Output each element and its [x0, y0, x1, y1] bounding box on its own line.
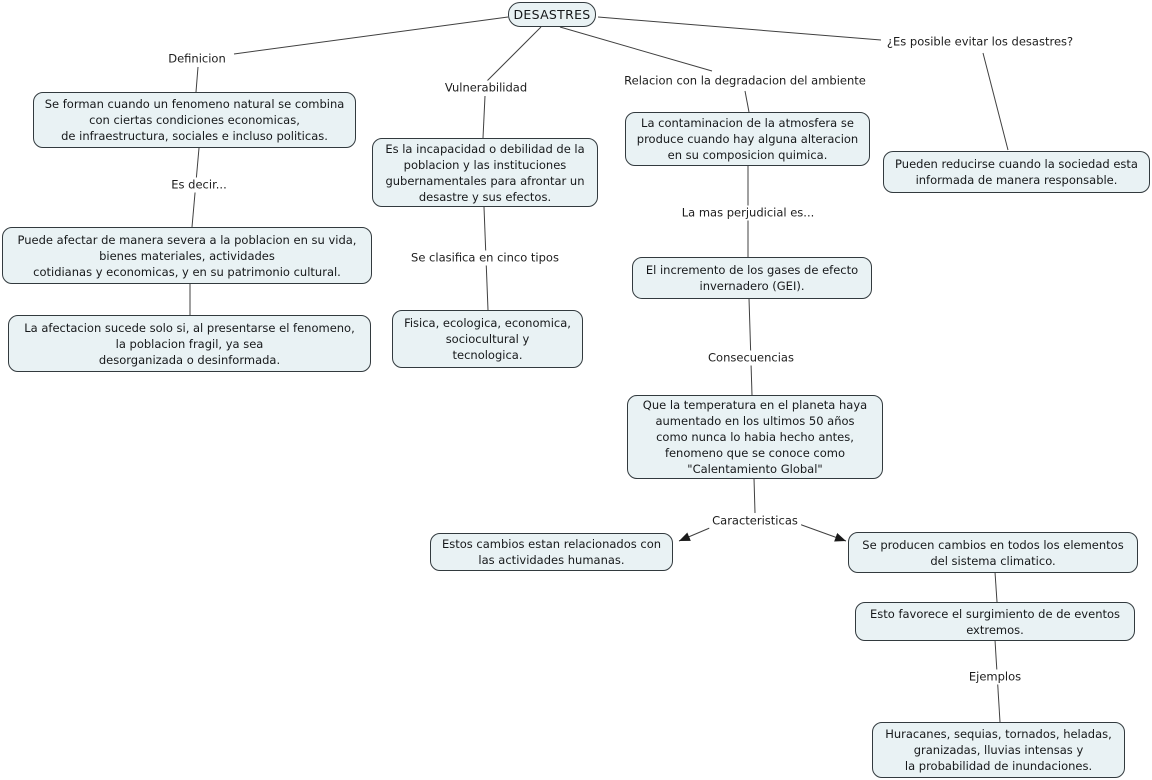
connector-line [597, 16, 882, 41]
concept-box-extreme-events[interactable]: Esto favorece el surgimiento de de event… [855, 602, 1135, 641]
concept-box-human-activities[interactable]: Estos cambios estan relacionados con las… [430, 533, 673, 571]
connector-arrow-right [798, 523, 847, 542]
concept-box-climate-changes[interactable]: Se producen cambios en todos los element… [848, 532, 1138, 573]
connector-line [744, 90, 750, 113]
connector-line [748, 297, 753, 396]
linking-phrase-consecuencias[interactable]: Consecuencias [705, 350, 797, 366]
connector-line [482, 95, 486, 139]
connector-line [195, 66, 199, 93]
connector-arrow-left [678, 526, 713, 542]
linking-phrase-se-clasifica[interactable]: Se clasifica en cinco tipos [408, 250, 562, 266]
concept-box-types[interactable]: Fisica, ecologica, economica, sociocultu… [392, 310, 583, 368]
concept-box-definition[interactable]: Se forman cuando un fenomeno natural se … [33, 92, 356, 148]
concept-box-warming[interactable]: Que la temperatura en el planeta haya au… [627, 395, 883, 479]
linking-phrase-definicion[interactable]: Definicion [165, 51, 229, 67]
linking-phrase-relacion[interactable]: Relacion con la degradacion del ambiente [621, 73, 869, 89]
connector-line [982, 52, 1009, 151]
linking-phrase-vulnerabilidad[interactable]: Vulnerabilidad [441, 80, 531, 96]
connector-line [559, 26, 713, 72]
linking-phrase-caracteristicas[interactable]: Caracteristicas [709, 513, 801, 529]
concept-box-condition[interactable]: La afectacion sucede solo si, al present… [8, 315, 371, 372]
connector-line [994, 571, 998, 603]
root-node-desastres[interactable]: DESASTRES [508, 2, 596, 27]
linking-phrase-es-posible[interactable]: ¿Es posible evitar los desastres? [883, 34, 1077, 50]
concept-box-pollution[interactable]: La contaminacion de la atmosfera se prod… [625, 112, 870, 166]
concept-box-affects[interactable]: Puede afectar de manera severa a la pobl… [2, 227, 372, 284]
concept-box-prevention[interactable]: Pueden reducirse cuando la sociedad esta… [883, 151, 1150, 193]
linking-phrase-ejemplos[interactable]: Ejemplos [965, 669, 1025, 685]
connector-line [753, 477, 756, 514]
connector-line [233, 16, 509, 55]
concept-box-vulnerability-def[interactable]: Es la incapacidad o debilidad de la pobl… [372, 138, 598, 207]
concept-box-examples[interactable]: Huracanes, sequias, tornados, heladas, g… [872, 722, 1125, 778]
linking-phrase-mas-perjudicial[interactable]: La mas perjudicial es... [678, 205, 818, 221]
concept-box-gei[interactable]: El incremento de los gases de efecto inv… [632, 257, 872, 299]
linking-phrase-es-decir[interactable]: Es decir... [168, 177, 230, 193]
connector-line [485, 26, 542, 83]
